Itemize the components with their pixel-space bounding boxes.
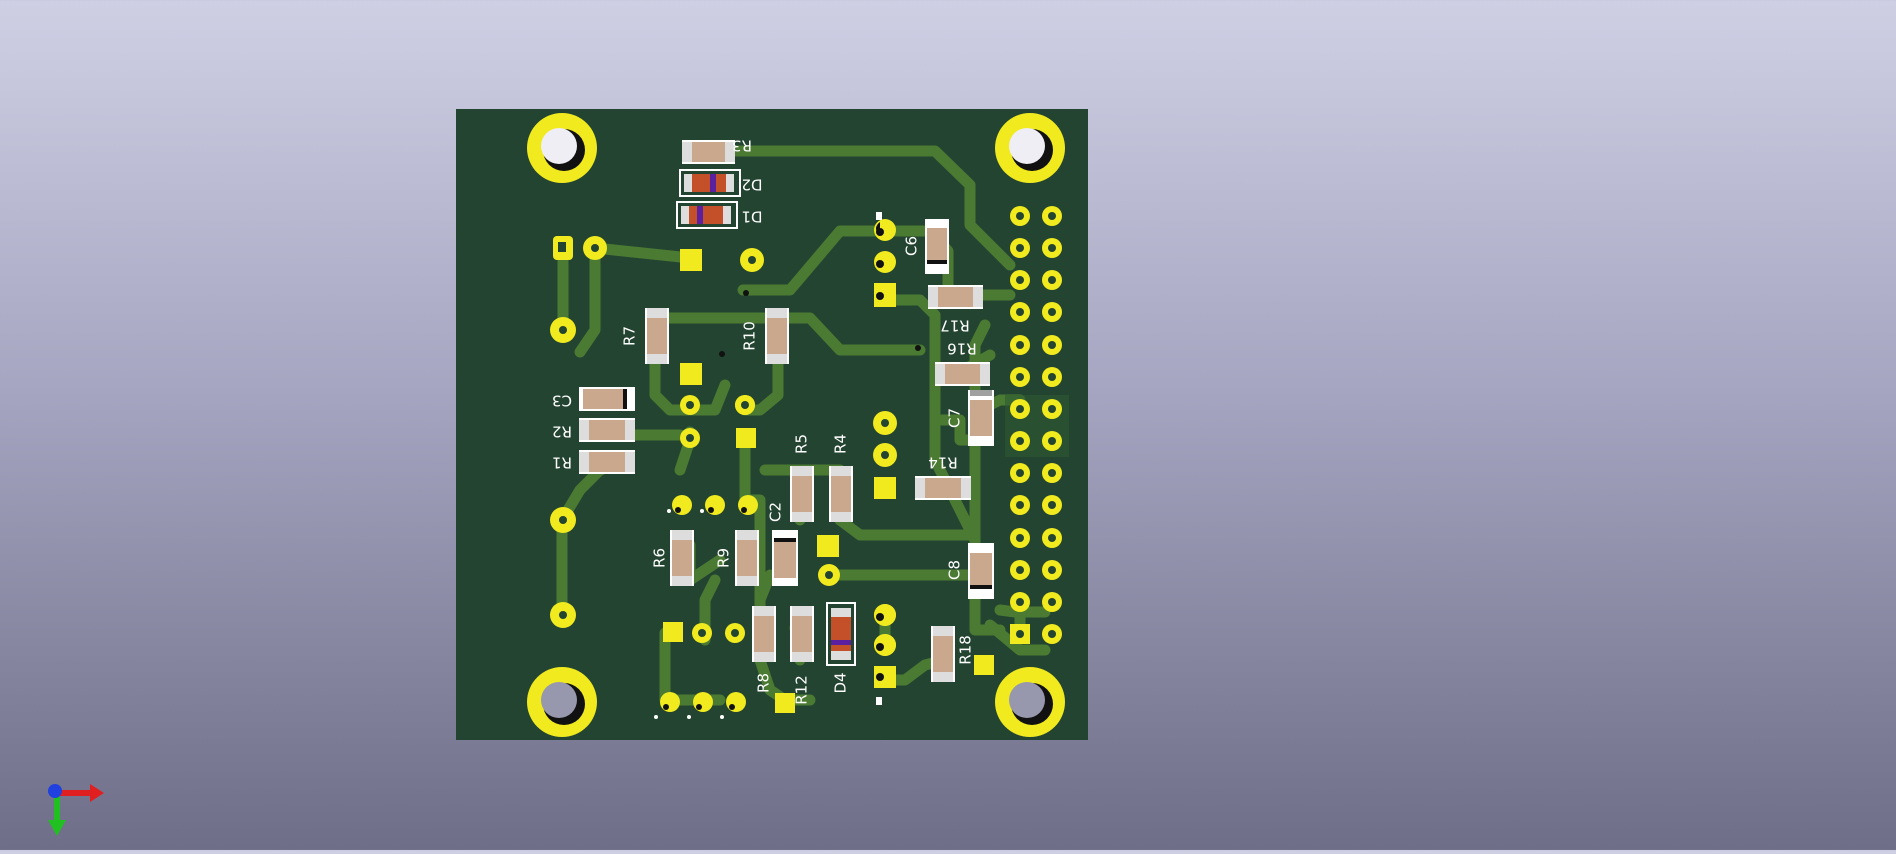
refdes-c2: C2: [767, 502, 785, 522]
resistor-r14: [915, 476, 971, 500]
resistor-r7: [645, 308, 669, 364]
refdes-c6: C6: [903, 236, 921, 256]
resistor-r8: [752, 606, 776, 662]
capacitor-c8: [968, 543, 994, 599]
refdes-r3: R3: [732, 137, 752, 155]
resistor-r18: [931, 626, 955, 682]
refdes-d1: D1: [741, 208, 762, 226]
capacitor-c3: [579, 387, 635, 411]
resistor-r4: [829, 466, 853, 522]
refdes-r1: R1: [552, 454, 572, 472]
refdes-r7: R7: [621, 326, 639, 346]
silkscreen-labels: R3 D2 D1 C6 R17 R7 R10 R16 C3 R2 R1 C7 R…: [552, 137, 977, 705]
smd-components: [579, 140, 994, 682]
resistor-r16: [935, 362, 990, 386]
diode-d1: [676, 201, 738, 229]
refdes-c7: C7: [946, 408, 964, 428]
capacitor-c7: [968, 390, 994, 446]
resistor-r9: [735, 530, 759, 586]
resistor-r1: [579, 450, 635, 474]
diode-d2: [679, 169, 741, 197]
transistor-pads: [558, 212, 921, 719]
mounting-hole-top-right: [995, 113, 1065, 183]
resistor-r2: [579, 418, 635, 442]
resistor-r10: [765, 308, 789, 364]
refdes-r6: R6: [651, 548, 669, 568]
refdes-r2: R2: [552, 423, 572, 441]
refdes-r18: R18: [957, 635, 975, 665]
resistor-r5: [790, 466, 814, 522]
capacitor-c2: [772, 530, 798, 586]
mounting-hole-bottom-right: [995, 667, 1065, 737]
refdes-r9: R9: [715, 548, 733, 568]
refdes-r17: R17: [940, 317, 970, 335]
mounting-holes: [527, 113, 1065, 737]
pin-header-2x14: [1005, 206, 1069, 644]
xyz-axes-icon: [48, 784, 104, 836]
refdes-r10: R10: [741, 321, 759, 351]
resistor-r17: [928, 285, 983, 309]
mounting-hole-bottom-left: [527, 667, 597, 737]
capacitor-c6: [925, 219, 949, 274]
diode-d4: [826, 602, 856, 666]
refdes-c3: C3: [552, 392, 572, 410]
resistor-r6: [670, 530, 694, 586]
refdes-r5: R5: [793, 434, 811, 454]
refdes-c8: C8: [946, 560, 964, 580]
refdes-r12: R12: [793, 675, 811, 705]
mounting-hole-top-left: [527, 113, 597, 183]
refdes-r8: R8: [755, 673, 773, 693]
resistor-r3: [682, 140, 735, 164]
resistor-r12: [790, 606, 814, 662]
refdes-r14: R14: [928, 454, 958, 472]
refdes-r16: R16: [947, 340, 977, 358]
refdes-d2: D2: [741, 176, 762, 194]
pcb-board[interactable]: R3 D2 D1 C6 R17 R7 R10 R16 C3 R2 R1 C7 R…: [456, 109, 1088, 740]
refdes-d4: D4: [832, 672, 850, 693]
refdes-r4: R4: [832, 434, 850, 454]
